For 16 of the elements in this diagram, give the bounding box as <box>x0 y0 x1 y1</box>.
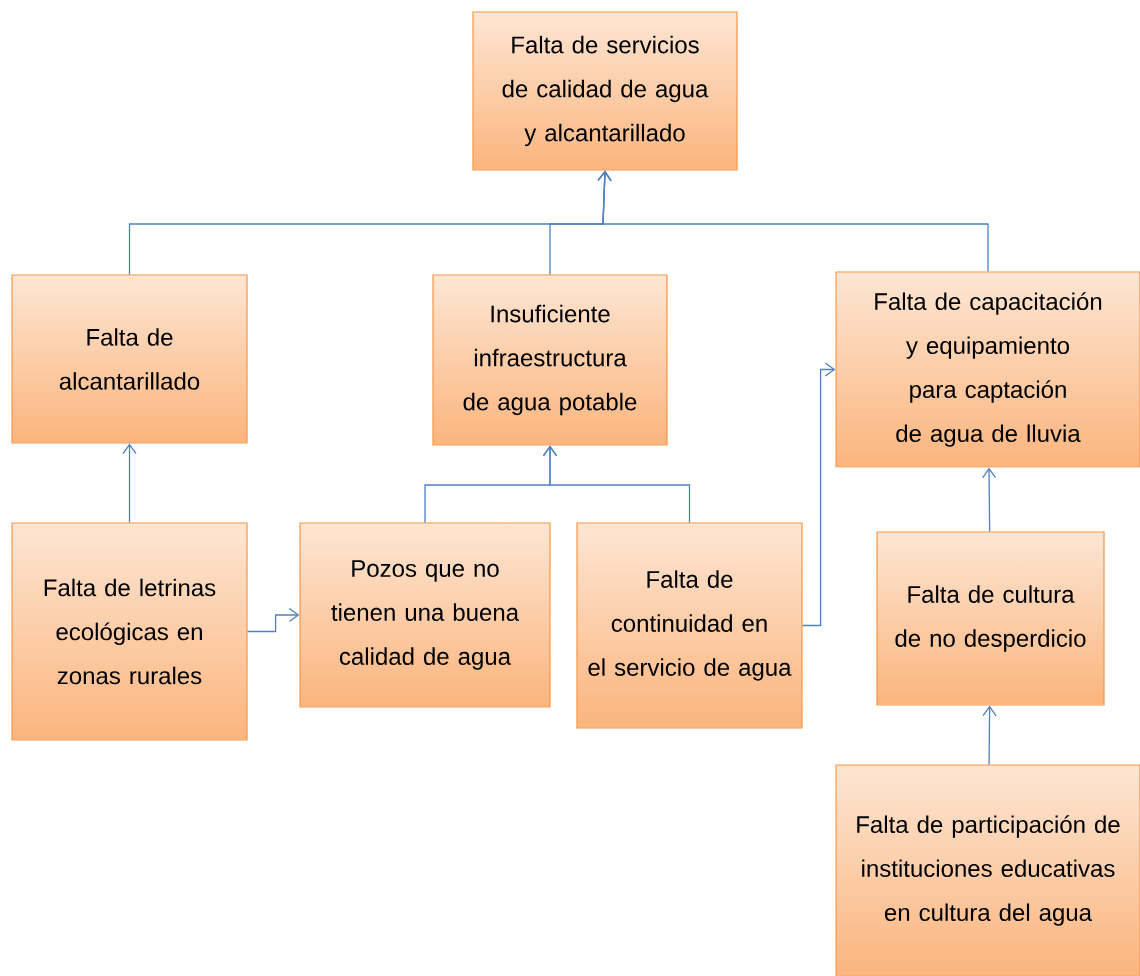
arrow <box>597 170 989 273</box>
cause-box: Falta de letrinas ecológicas en zonas rurales <box>11 522 248 741</box>
cause-box: Pozos que no tienen una buena calidad de agua <box>299 522 551 708</box>
arrow <box>246 607 300 633</box>
arrow <box>981 467 997 533</box>
cause-box: Falta de continuidad en el servicio de agua <box>576 522 803 729</box>
cause-box: Insuficiente infraestructura de agua potable <box>432 274 668 446</box>
cause-box: Falta de servicios de calidad de agua y alcantarillado <box>472 11 738 171</box>
arrow <box>122 443 137 524</box>
cause-box: Falta de cultura de no desperdicio <box>876 531 1105 706</box>
cause-box: Falta de capacitación y equipamiento para captación de agua de lluvia <box>835 271 1140 468</box>
arrow <box>982 705 997 766</box>
cause-box: Falta de participación de instituciones educativas en cultura del agua <box>835 764 1140 976</box>
arrow <box>542 445 691 524</box>
arrow <box>801 362 836 627</box>
cause-box: Falta de alcantarillado <box>11 274 248 444</box>
